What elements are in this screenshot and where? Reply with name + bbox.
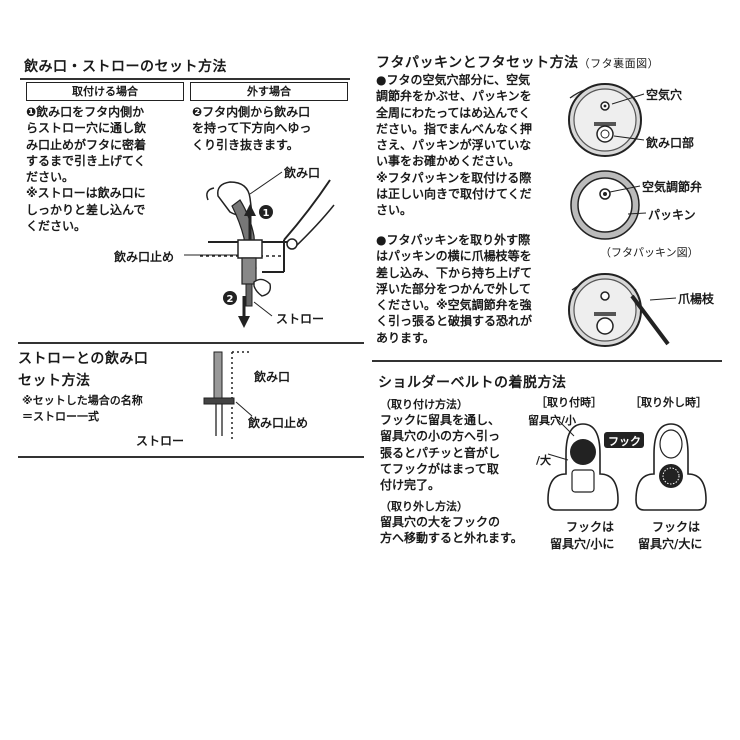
label-toothpick: 爪楊枝 bbox=[678, 292, 715, 306]
label-large: /大 bbox=[536, 454, 552, 467]
attach-method-heading: （取り付け方法） bbox=[380, 398, 468, 411]
remove-method-text: 留具穴の大をフックの 方へ移動すると外れます。 bbox=[380, 514, 523, 547]
attach-label: 取付ける場合 bbox=[26, 82, 184, 101]
remove-line: を持って下方向へゆっ bbox=[192, 121, 312, 136]
column-remove: ［取り外し時］ bbox=[630, 396, 707, 409]
attach-line: らストロー穴に通し飲 bbox=[26, 121, 147, 136]
label-air-valve: 空気調節弁 bbox=[642, 180, 703, 194]
para-line: 付け完了。 bbox=[380, 478, 441, 493]
attach-line: ❶飲み口をフタ内側か bbox=[26, 105, 145, 119]
attach-line: ださい。 bbox=[26, 170, 75, 185]
section2-title-line1: ストローとの飲み口 bbox=[18, 351, 149, 367]
caption-attach-line2: 留具穴/小に bbox=[550, 537, 615, 551]
para-line: あります。 bbox=[376, 330, 435, 345]
hook-label: フック bbox=[608, 435, 641, 448]
para-line: 張るとパチッと音がし bbox=[380, 445, 501, 460]
para-line: 調節弁をかぶせ、パッキンを bbox=[376, 89, 532, 104]
lid-packing-instructions: ●フタの空気穴部分に、空気 調節弁をかぶせ、パッキンを 全周にわたってはめ込んで… bbox=[376, 72, 532, 219]
remove-method-heading: （取り外し方法） bbox=[380, 500, 468, 513]
para-line: てフックがはまって取 bbox=[380, 461, 499, 476]
para-line: 留具穴の小の方へ引っ bbox=[380, 429, 501, 444]
para-line: 差し込み、下から持ち上げて bbox=[376, 265, 533, 280]
note-line: ※セットした場合の名称 bbox=[22, 394, 143, 407]
note-line: ＝ストロー一式 bbox=[22, 410, 99, 423]
para-line: ださい。指でまんべんなく押 bbox=[376, 121, 533, 136]
para-line: 留具穴の大をフックの bbox=[380, 515, 501, 529]
attach-method-text: フックに留具を通し、 留具穴の小の方へ引っ 張るとパチッと音がし てフックがはま… bbox=[380, 412, 500, 493]
para-line: ※フタパッキンを取付ける際 bbox=[376, 170, 532, 185]
para-line: い事をお確かめください。 bbox=[376, 154, 521, 169]
para-line: さえ、パッキンが浮いていな bbox=[376, 138, 532, 153]
divider bbox=[18, 456, 364, 458]
section3-title-main: フタパッキンとフタセット方法 bbox=[376, 55, 579, 71]
caption-packing-diagram: （フタパッキン図） bbox=[600, 246, 699, 259]
step2-badge bbox=[223, 291, 237, 305]
attach-line: ※ストローは飲み口に bbox=[26, 186, 146, 201]
caption-attach-line1: フックは bbox=[566, 520, 615, 534]
step2-number: 2 bbox=[227, 294, 234, 305]
attach-line: ください。 bbox=[26, 219, 87, 234]
caption-remove-line1: フックは bbox=[652, 520, 701, 534]
remove-instructions: ❷フタ内側から飲み口 を持って下方向へゆっ くり引き抜きます。 bbox=[192, 104, 311, 153]
label-hole-small: 留具穴/小 bbox=[528, 414, 577, 427]
step1-number: 1 bbox=[263, 208, 270, 219]
section3-title: フタパッキンとフタセット方法（フタ裏面図） bbox=[376, 52, 659, 72]
para-line: ●フタの空気穴部分に、空気 bbox=[376, 73, 531, 87]
para-line: 全周にわたってはめ込んでく bbox=[376, 105, 531, 120]
label-mouthpiece: 飲み口 bbox=[254, 370, 291, 384]
column-attach: ［取り付時］ bbox=[536, 396, 602, 409]
para-line: は正しい向きで取付けてくだ bbox=[376, 187, 532, 202]
step1-badge bbox=[259, 205, 273, 219]
attach-instructions: ❶飲み口をフタ内側か らストロー穴に通し飲 み口止めがフタに密着 するまで引き上… bbox=[26, 104, 146, 234]
para-line: ください。※空気調節弁を強 bbox=[376, 298, 532, 313]
hook-tag bbox=[604, 432, 644, 448]
section1-title: 飲み口・ストローのセット方法 bbox=[24, 59, 227, 75]
para-line: く引っ張ると破損する恐れが bbox=[376, 314, 533, 329]
label-straw: ストロー bbox=[276, 312, 325, 326]
divider bbox=[372, 360, 722, 362]
para-line: 方へ移動すると外れます。 bbox=[380, 531, 523, 546]
packing-removal-instructions: ●フタパッキンを取り外す際 はパッキンの横に爪楊枝等を 差し込み、下から持ち上げ… bbox=[376, 232, 532, 346]
remove-line: くり引き抜きます。 bbox=[192, 137, 299, 152]
attach-line: しっかりと差し込んで bbox=[26, 202, 146, 217]
remove-label: 外す場合 bbox=[190, 82, 348, 101]
label-air-hole: 空気穴 bbox=[646, 88, 683, 102]
label-mouthpiece-stopper: 飲み口止め bbox=[114, 250, 175, 264]
divider bbox=[18, 342, 364, 344]
section3-title-sub: （フタ裏面図） bbox=[578, 57, 660, 70]
section2-title-line2: セット方法 bbox=[18, 373, 91, 389]
label-mouthpiece: 飲み口 bbox=[284, 166, 321, 180]
para-line: さい。 bbox=[376, 203, 413, 218]
para-line: ●フタパッキンを取り外す際 bbox=[376, 233, 531, 247]
para-line: 浮いた部分をつかんで外して bbox=[376, 281, 532, 296]
attach-line: するまで引き上げてく bbox=[26, 153, 146, 168]
label-mouthpiece-stopper: 飲み口止め bbox=[248, 416, 309, 430]
label-straw-set: ストロー bbox=[136, 434, 185, 448]
caption-remove-line2: 留具穴/大に bbox=[638, 537, 703, 551]
para-line: フックに留具を通し、 bbox=[380, 413, 501, 427]
divider bbox=[20, 78, 350, 80]
attach-line: み口止めがフタに密着 bbox=[26, 137, 147, 152]
label-mouthpiece-part: 飲み口部 bbox=[646, 136, 695, 150]
label-packing: パッキン bbox=[648, 208, 696, 222]
remove-line: ❷フタ内側から飲み口 bbox=[192, 105, 311, 119]
section4-title: ショルダーベルトの着脱方法 bbox=[378, 375, 567, 391]
para-line: はパッキンの横に爪楊枝等を bbox=[376, 249, 532, 264]
